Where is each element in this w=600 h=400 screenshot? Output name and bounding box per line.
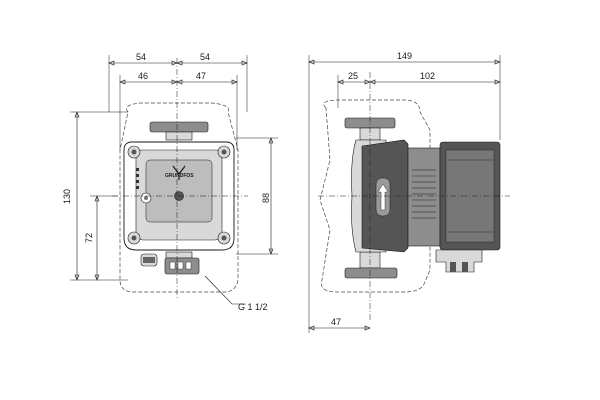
- side-motor-fins: [412, 169, 436, 219]
- dim-height-right: 88: [261, 193, 271, 203]
- dim-side-bottom: 47: [331, 317, 341, 327]
- dim-mid-right: 47: [196, 71, 206, 81]
- front-view: GRUNDFOS 54 54 46 47: [62, 52, 278, 312]
- grundfos-logo: GRUNDFOS: [165, 165, 194, 180]
- dim-side-right: 102: [420, 71, 435, 81]
- dim-top-left: 54: [136, 52, 146, 62]
- dim-height-lower: 72: [84, 233, 94, 243]
- dim-height-total: 130: [62, 189, 72, 204]
- dim-mid-left: 46: [138, 71, 148, 81]
- front-bottom-neck: [165, 251, 193, 259]
- dim-side-left: 25: [348, 71, 358, 81]
- side-motor-housing: [407, 147, 441, 247]
- side-bottom-flange: [344, 267, 398, 279]
- front-envelope-dashed: [119, 102, 239, 293]
- brand-logo-text: GRUNDFOS: [165, 173, 194, 179]
- front-panel-face: [145, 159, 213, 223]
- side-view: 149 25 102 47: [308, 51, 510, 333]
- flow-arrow-icon: [377, 183, 389, 211]
- front-top-flange: [149, 121, 209, 133]
- thread-label: G 1 1/2: [238, 302, 268, 312]
- side-cable-plug: [435, 249, 483, 273]
- dim-total-width: 149: [397, 51, 412, 61]
- led-indicators: [136, 168, 139, 189]
- front-top-neck: [165, 131, 193, 141]
- side-envelope-dashed: [319, 99, 431, 293]
- dim-top-right: 54: [200, 52, 210, 62]
- front-screw-bosses: [127, 145, 231, 245]
